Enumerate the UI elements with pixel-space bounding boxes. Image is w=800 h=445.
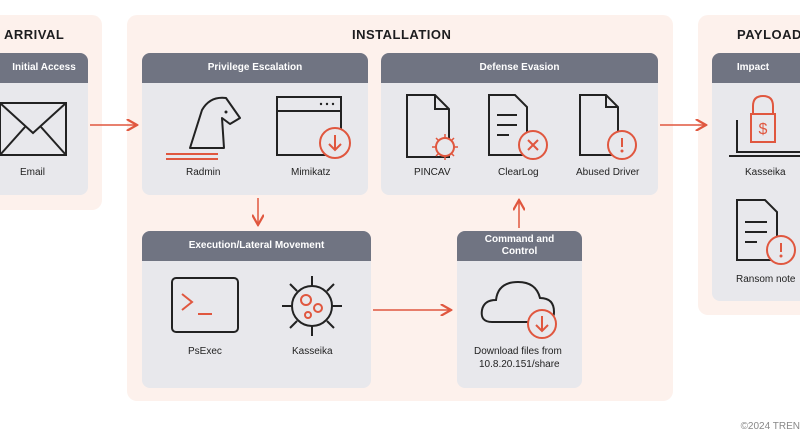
c2-label-line2: 10.8.20.151/share bbox=[479, 359, 560, 370]
virus-icon bbox=[282, 276, 342, 336]
horse-icon bbox=[166, 96, 241, 160]
c2-label-line1: Download files from bbox=[474, 346, 562, 357]
payload-title: PAYLOAD bbox=[737, 27, 800, 42]
ransom-note-label: Ransom note bbox=[736, 274, 796, 285]
document-virus-icon bbox=[406, 94, 458, 160]
document-warning-icon bbox=[579, 94, 637, 160]
installation-title: INSTALLATION bbox=[352, 27, 452, 42]
c2-card: Command and Control bbox=[457, 231, 582, 388]
lock-dollar-icon: $ bbox=[729, 94, 800, 157]
ransom-note-icon bbox=[736, 199, 796, 265]
card-title: Privilege Escalation bbox=[142, 53, 368, 83]
execution-card: Execution/Lateral Movement bbox=[142, 231, 371, 388]
arrival-title: ARRIVAL bbox=[4, 27, 65, 42]
svg-text:$: $ bbox=[759, 121, 768, 138]
envelope-icon bbox=[0, 102, 67, 156]
pincav-label: PINCAV bbox=[414, 167, 451, 178]
card-title: Command and Control bbox=[457, 231, 582, 261]
card-title: Defense Evasion bbox=[381, 53, 658, 83]
cloud-download-icon bbox=[480, 280, 557, 339]
card-title: Execution/Lateral Movement bbox=[142, 231, 371, 261]
kasseika-impact-label: Kasseika bbox=[745, 167, 786, 178]
clearlog-label: ClearLog bbox=[498, 167, 539, 178]
privilege-escalation-card: Privilege Escalation bbox=[142, 53, 368, 195]
abused-driver-label: Abused Driver bbox=[576, 167, 640, 178]
psexec-label: PsExec bbox=[188, 346, 222, 357]
radmin-label: Radmin bbox=[186, 167, 221, 178]
kasseika-exec-label: Kasseika bbox=[292, 346, 333, 357]
card-title: Initial Access bbox=[0, 53, 88, 83]
defense-evasion-card: Defense Evasion bbox=[381, 53, 658, 195]
terminal-icon bbox=[171, 277, 239, 333]
c2-title-line1: Command and bbox=[484, 234, 555, 245]
card-title: Impact bbox=[712, 53, 800, 83]
browser-download-icon bbox=[276, 96, 351, 159]
document-close-icon bbox=[488, 94, 548, 160]
email-label: Email bbox=[20, 167, 46, 178]
copyright: ©2024 TREN bbox=[740, 421, 800, 432]
mimikatz-label: Mimikatz bbox=[291, 167, 331, 178]
c2-title-line2: Control bbox=[501, 246, 538, 257]
